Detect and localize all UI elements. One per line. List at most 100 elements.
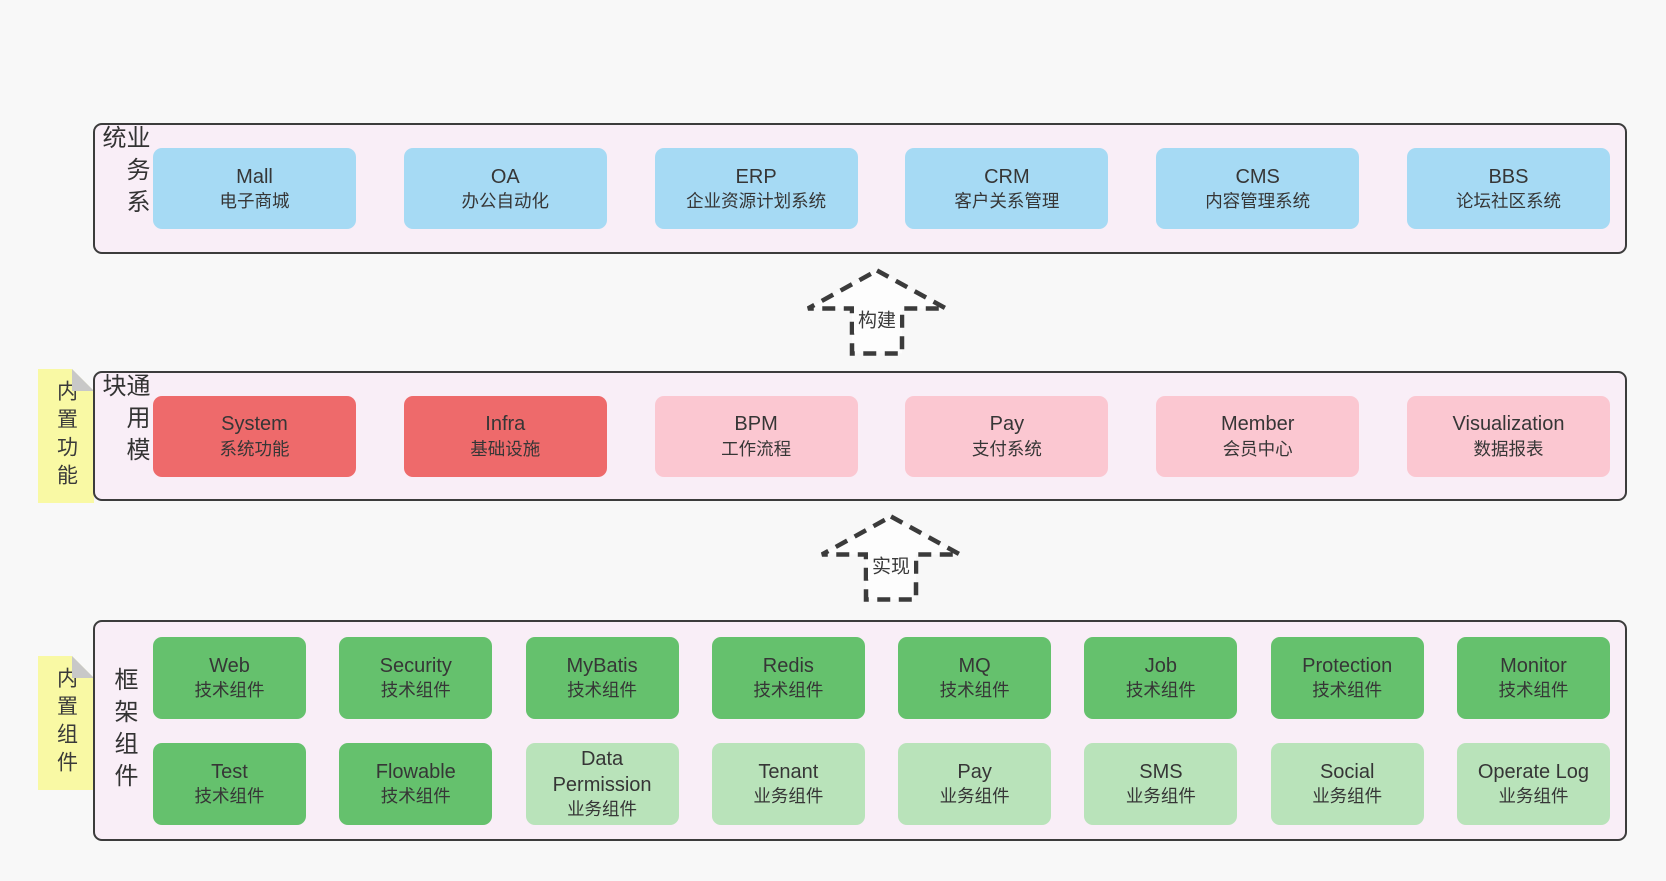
box-subtitle: 论坛社区系统 xyxy=(1455,191,1561,212)
box-name: Tenant xyxy=(758,760,819,783)
box-name: Web xyxy=(209,654,250,677)
box-subtitle: 工作流程 xyxy=(721,438,792,459)
layer-common-modules: 通用模块 System 系统功能 Infra 基础设施 BPM 工作流程 Pay… xyxy=(93,371,1627,501)
box-subtitle: 业务组件 xyxy=(939,786,1010,807)
box-test: Test 技术组件 xyxy=(153,742,306,825)
box-name: Infra xyxy=(485,413,526,436)
box-subtitle: 技术组件 xyxy=(1125,680,1196,701)
box-infra: Infra 基础设施 xyxy=(403,395,607,477)
layer-label-business-systems: 业务系统 xyxy=(95,125,151,252)
box-system: System 系统功能 xyxy=(153,395,356,477)
box-subtitle: 企业资源计划系统 xyxy=(686,191,827,212)
box-subtitle: 业务组件 xyxy=(753,786,824,807)
box-subtitle: 技术组件 xyxy=(1312,680,1383,701)
box-name: CRM xyxy=(984,165,1030,188)
box-name: Operate Log xyxy=(1477,760,1590,783)
arrow-build: 构建 xyxy=(806,267,948,357)
box-bbs: BBS 论坛社区系统 xyxy=(1406,148,1610,229)
box-subtitle: 技术组件 xyxy=(380,786,451,807)
box-visualization: Visualization 数据报表 xyxy=(1406,395,1610,477)
box-subtitle: 业务组件 xyxy=(1312,786,1383,807)
box-protection: Protection 技术组件 xyxy=(1270,636,1424,719)
framework-components-grid: Web 技术组件 Security 技术组件 MyBatis 技术组件 Redi… xyxy=(151,622,1625,839)
box-name: Pay xyxy=(989,413,1025,436)
box-name: System xyxy=(221,413,288,436)
box-subtitle: 客户关系管理 xyxy=(954,191,1060,212)
box-web: Web 技术组件 xyxy=(153,636,306,719)
box-subtitle: 技术组件 xyxy=(194,786,265,807)
box-name: ERP xyxy=(735,165,777,188)
layer-label-common-modules: 通用模块 xyxy=(95,373,151,499)
box-erp: ERP 企业资源计划系统 xyxy=(654,148,858,229)
note-text: 内置组件 xyxy=(54,667,78,779)
box-name: OA xyxy=(490,165,520,188)
box-social: Social 业务组件 xyxy=(1270,742,1424,825)
box-name: Redis xyxy=(762,654,814,677)
box-name: Protection xyxy=(1302,654,1393,677)
box-pay-module: Pay 支付系统 xyxy=(905,395,1109,477)
box-name: MyBatis xyxy=(566,654,638,677)
layer-label-text: 业务系统 xyxy=(98,125,149,221)
box-redis: Redis 技术组件 xyxy=(711,636,865,719)
layer-business-systems: 业务系统 Mall 电子商城 OA 办公自动化 ERP 企业资源计划系统 CRM… xyxy=(93,123,1627,254)
box-subtitle: 办公自动化 xyxy=(461,191,550,212)
box-mq: MQ 技术组件 xyxy=(898,636,1052,719)
box-subtitle: 业务组件 xyxy=(567,799,638,820)
box-pay-component: Pay 业务组件 xyxy=(898,742,1052,825)
box-name: Member xyxy=(1221,413,1295,436)
layer-label-text: 通用模块 xyxy=(98,373,149,469)
box-bpm: BPM 工作流程 xyxy=(654,395,858,477)
box-name: Security xyxy=(379,654,452,677)
box-name: Data Permission xyxy=(552,747,652,796)
box-tenant: Tenant 业务组件 xyxy=(711,742,865,825)
layer-label-framework-components: 框架组件 xyxy=(95,622,151,839)
arrow-implement-label: 实现 xyxy=(867,550,915,580)
box-subtitle: 技术组件 xyxy=(567,680,638,701)
box-name: BBS xyxy=(1488,165,1529,188)
box-subtitle: 技术组件 xyxy=(939,680,1010,701)
box-subtitle: 基础设施 xyxy=(470,438,541,459)
box-subtitle: 数据报表 xyxy=(1473,438,1544,459)
box-name: Social xyxy=(1319,760,1375,783)
box-name: Job xyxy=(1144,654,1178,677)
box-crm: CRM 客户关系管理 xyxy=(905,148,1109,229)
box-name: Pay xyxy=(957,760,992,783)
box-security: Security 技术组件 xyxy=(339,636,493,719)
box-flowable: Flowable 技术组件 xyxy=(339,742,493,825)
box-subtitle: 技术组件 xyxy=(194,680,265,701)
note-built-in-features: 内置功能 xyxy=(38,369,94,503)
note-text: 内置功能 xyxy=(54,380,78,492)
box-subtitle: 系统功能 xyxy=(219,438,290,459)
box-name: CMS xyxy=(1235,165,1280,188)
box-oa: OA 办公自动化 xyxy=(403,148,607,229)
box-operate-log: Operate Log 业务组件 xyxy=(1456,742,1610,825)
box-mall: Mall 电子商城 xyxy=(153,148,356,229)
box-job: Job 技术组件 xyxy=(1084,636,1238,719)
box-subtitle: 电子商城 xyxy=(219,191,290,212)
box-monitor: Monitor 技术组件 xyxy=(1456,636,1610,719)
box-name: SMS xyxy=(1139,760,1183,783)
box-data-permission: Data Permission 业务组件 xyxy=(525,742,679,825)
box-subtitle: 技术组件 xyxy=(1498,680,1569,701)
box-subtitle: 技术组件 xyxy=(380,680,451,701)
box-subtitle: 支付系统 xyxy=(971,438,1042,459)
box-mybatis: MyBatis 技术组件 xyxy=(525,636,679,719)
box-subtitle: 业务组件 xyxy=(1498,786,1569,807)
layer-label-text: 框架组件 xyxy=(110,666,137,795)
box-subtitle: 会员中心 xyxy=(1222,438,1293,459)
box-name: Flowable xyxy=(375,760,456,783)
box-name: Visualization xyxy=(1452,413,1565,436)
box-member: Member 会员中心 xyxy=(1156,395,1360,477)
box-sms: SMS 业务组件 xyxy=(1084,742,1238,825)
layer-framework-components: 框架组件 Web 技术组件 Security 技术组件 MyBatis 技术组件… xyxy=(93,620,1627,841)
note-built-in-components: 内置组件 xyxy=(38,656,94,790)
box-name: Mall xyxy=(236,165,273,188)
box-name: Test xyxy=(211,760,248,783)
box-name: MQ xyxy=(958,654,991,677)
business-systems-row: Mall 电子商城 OA 办公自动化 ERP 企业资源计划系统 CRM 客户关系… xyxy=(151,125,1625,252)
box-subtitle: 技术组件 xyxy=(753,680,824,701)
arrow-implement: 实现 xyxy=(820,513,962,603)
box-subtitle: 内容管理系统 xyxy=(1205,191,1311,212)
box-name: Monitor xyxy=(1500,654,1567,677)
